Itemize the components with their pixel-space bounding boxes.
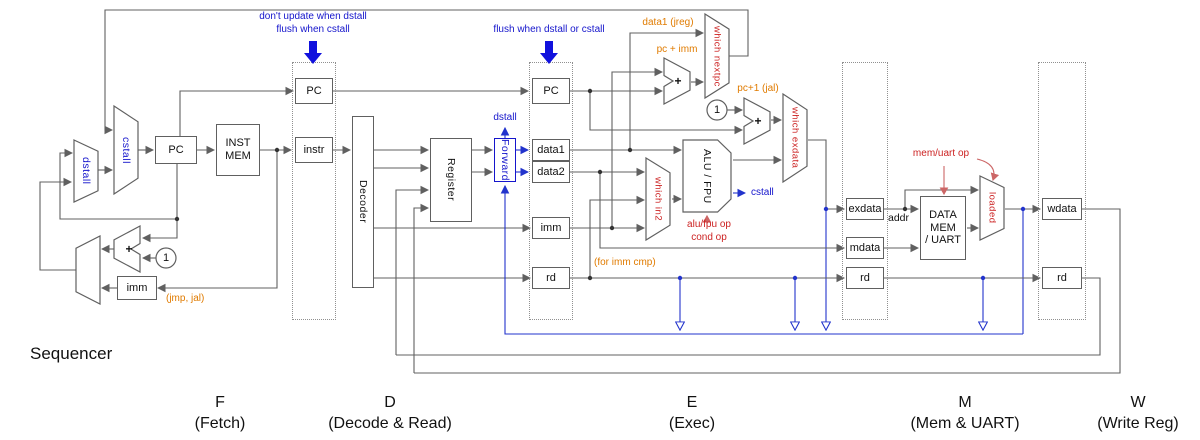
junction-dot xyxy=(980,275,986,281)
forward-unit-label: Forward xyxy=(499,138,511,181)
de-flush-arrow-icon xyxy=(545,41,553,54)
alu-op-annotation-line2: cond op xyxy=(691,232,727,243)
fd-annotation-line2: flush when cstall xyxy=(276,24,350,35)
which-nextpc-mux-shape xyxy=(704,12,730,100)
imm-jump-label: imm xyxy=(126,281,148,294)
mw-rd-reg: rd xyxy=(1042,267,1082,289)
alu-op-annotation-line1: alu/fpu op xyxy=(687,219,731,230)
register-file-label: Register xyxy=(445,158,457,202)
const-one-fetch: 1 xyxy=(713,104,721,116)
register-file-block xyxy=(430,138,472,222)
de-imm-reg: imm xyxy=(532,217,570,239)
junction-dot xyxy=(587,275,593,281)
em-pipeline-column xyxy=(842,62,888,320)
junction-dot xyxy=(609,225,615,231)
junction-dot xyxy=(274,147,280,153)
alu-fpu-label: ALU / FPU xyxy=(701,148,713,204)
seq-mux-shape xyxy=(75,235,101,305)
fd-annotation-line1: don't update when dstall xyxy=(259,11,367,22)
const-one-fetch-circle xyxy=(706,99,728,121)
data1-jreg-annotation: data1 (jreg) xyxy=(642,17,694,28)
decoder-label: Decoder xyxy=(357,180,369,224)
mw-pipeline-column xyxy=(1038,62,1086,320)
component-shapes xyxy=(73,12,1005,305)
junction-dot xyxy=(792,275,798,281)
forward-unit-block xyxy=(494,138,516,182)
junction-dot xyxy=(174,216,180,222)
which-nextpc-mux-label: which nextpc xyxy=(711,25,723,87)
fd-flush-arrowhead-icon xyxy=(304,53,322,64)
em-rd-reg: rd xyxy=(846,267,884,289)
em-exdata-reg: exdata xyxy=(846,198,884,220)
cstall-mux-label: cstall xyxy=(120,136,132,164)
stage-name-fetch: (Fetch) xyxy=(194,415,246,432)
pc-register-fetch: PC xyxy=(155,136,197,164)
stage-letter-d: D xyxy=(384,394,396,411)
stage-name-mem: (Mem & UART) xyxy=(910,415,1020,432)
imm-jump-box: imm xyxy=(117,276,157,300)
stage-letter-f: F xyxy=(215,394,225,411)
junction-dot xyxy=(823,206,829,212)
pc-fetch-label: PC xyxy=(168,143,184,156)
stage-letter-w: W xyxy=(1130,394,1146,411)
junction-dot xyxy=(677,275,683,281)
for-imm-cmp-annotation: (for imm cmp) xyxy=(594,257,656,268)
dstall-mux-label: dstall xyxy=(80,157,92,185)
pc-plus1-adder-shape xyxy=(743,97,771,145)
pc-imm-adder-shape xyxy=(663,57,691,105)
stage-letter-m: M xyxy=(958,394,972,411)
de-annotation: flush when dstall or cstall xyxy=(493,24,605,35)
alu-fpu-block-shape xyxy=(682,139,732,213)
fd-pc-reg: PC xyxy=(295,78,333,104)
addr-label: addr xyxy=(888,212,910,224)
junction-dot xyxy=(597,169,603,175)
dstall-signal-label: dstall xyxy=(493,112,517,123)
pc-plus1-jal-annotation: pc+1 (jal) xyxy=(737,83,779,94)
signal-wires xyxy=(39,9,1121,374)
seq-adder-plus: + xyxy=(125,242,133,256)
stage-letter-e: E xyxy=(686,394,698,411)
junction-dot xyxy=(587,88,593,94)
which-in2-mux-label: which in2 xyxy=(652,176,664,222)
cstall-signal-label: cstall xyxy=(751,187,774,198)
de-data1-reg: data1 xyxy=(532,139,570,161)
stage-name-exec: (Exec) xyxy=(668,415,716,432)
which-exdata-mux-label: which exdata xyxy=(789,107,801,169)
seq-adder-shape xyxy=(113,225,141,273)
loaded-mux-label: loaded xyxy=(986,192,998,224)
de-rd-reg: rd xyxy=(532,267,570,289)
decoder-block xyxy=(352,116,374,288)
junction-dot xyxy=(1020,206,1026,212)
const-one-seq-circle xyxy=(155,247,177,269)
em-mdata-reg: mdata xyxy=(846,237,884,259)
junction-dot xyxy=(902,206,908,212)
de-data2-reg: data2 xyxy=(532,161,570,183)
de-flush-arrowhead-icon xyxy=(540,53,558,64)
jmp-jal-annotation: (jmp, jal) xyxy=(166,293,205,304)
mem-uart-op-annotation: mem/uart op xyxy=(912,148,970,159)
cstall-mux-shape xyxy=(113,104,139,196)
loaded-mux-shape xyxy=(979,175,1005,241)
junction-dot xyxy=(627,147,633,153)
stage-name-write: (Write Reg) xyxy=(1097,415,1179,432)
sequencer-label: Sequencer xyxy=(30,344,113,363)
which-in2-mux-shape xyxy=(645,156,671,242)
stage-name-decode: (Decode & Read) xyxy=(328,415,452,432)
which-exdata-mux-shape xyxy=(782,92,808,184)
dstall-mux-shape xyxy=(73,139,99,203)
fd-instr-reg: instr xyxy=(295,137,333,163)
mw-wdata-reg: wdata xyxy=(1042,198,1082,220)
pc-plus-imm-annotation: pc + imm xyxy=(656,44,698,55)
pc-imm-adder-plus: + xyxy=(674,74,682,88)
de-pc-reg: PC xyxy=(532,78,570,104)
pc-plus1-adder-plus: + xyxy=(754,114,762,128)
fd-flush-arrow-icon xyxy=(309,41,317,54)
const-one-seq: 1 xyxy=(162,252,170,264)
